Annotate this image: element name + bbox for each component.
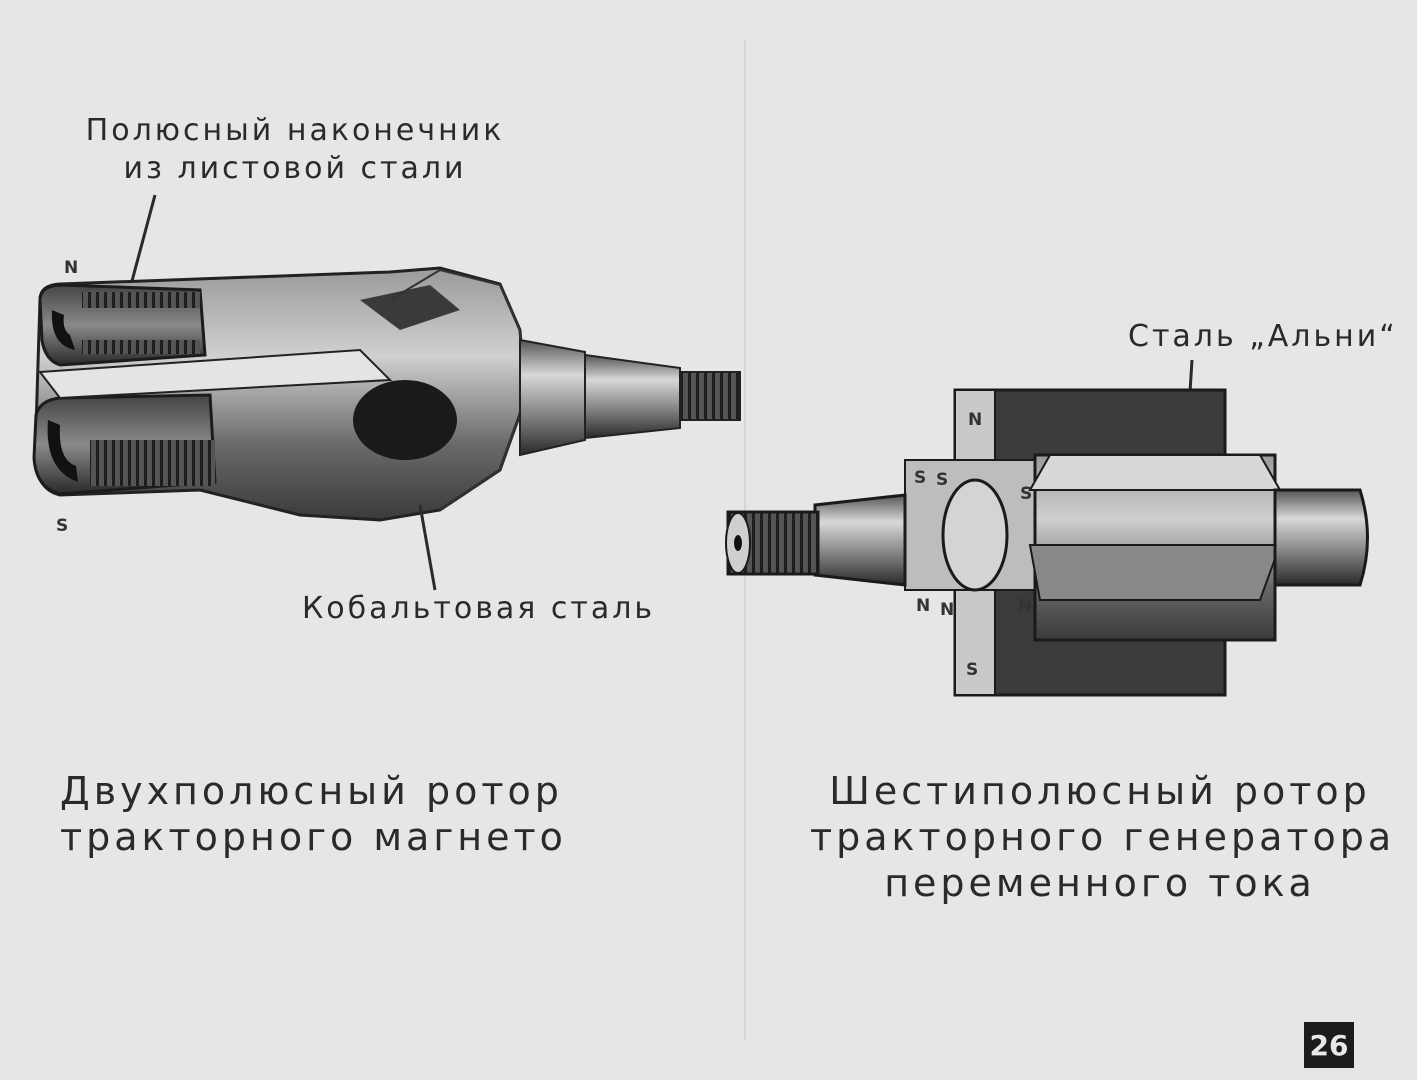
right-caption-line-3: переменного тока [884,861,1316,905]
upper-lamination-ridges [82,292,200,308]
upper-pole-tip-edge [51,310,75,350]
shaft-collar [519,338,586,457]
hub-ring [941,478,1009,592]
rotor-pole-label: N [968,410,983,430]
lower-lamination-ridges [90,440,215,486]
right-caption: Шестиполюсный ротор тракторного генерато… [810,768,1396,906]
pole-tip-leader-line [126,194,157,297]
rotor-pole-label: N [940,600,955,620]
magneto-pole-s: S [56,516,69,536]
six-pole-rotor-drawing [725,359,1369,697]
alni-leader-line [1188,359,1194,393]
left-caption-line-2: тракторного магнето [60,815,567,859]
rotor-pole-label: S [1020,484,1033,504]
page-number-badge: 26 [1304,1022,1354,1068]
pole-tip-label-line-2: из листовой стали [123,151,467,186]
tapered-shaft [584,353,681,440]
magneto-pole-n: N [64,258,79,278]
pole-tip-label-line-1: Полюсный наконечник [85,113,505,148]
left-caption: Двухполюсный ротор тракторного магнето [60,768,567,860]
pole-tip-label: Полюсный наконечник из листовой стали [70,112,520,188]
two-pole-rotor-drawing [32,194,741,591]
alni-steel-label: Сталь „Альни“ [1128,319,1398,354]
rotor-pole-label: N [1018,596,1033,616]
rotor-pole-label: S [914,468,927,488]
cobalt-leader-line [418,504,437,591]
cobalt-bore [353,380,457,460]
upper-inner-ridges [82,340,200,354]
cobalt-steel-label: Кобальтовая сталь [302,591,656,626]
rotor-pole-label: S [936,470,949,490]
rotor-pole-label: S [966,660,979,680]
lower-pole-tip-edge [47,420,78,482]
rotor-pole-label: N [916,596,931,616]
right-caption-line-1: Шестиполюсный ротор [829,769,1371,813]
cobalt-notch-top [360,285,460,330]
left-caption-line-1: Двухполюсный ротор [60,769,563,813]
air-gap [38,348,393,400]
threaded-shaft-end [679,371,741,421]
rear-shaft [1273,488,1369,587]
front-shaft-taper [813,493,907,587]
right-caption-line-2: тракторного генератора [810,815,1396,859]
